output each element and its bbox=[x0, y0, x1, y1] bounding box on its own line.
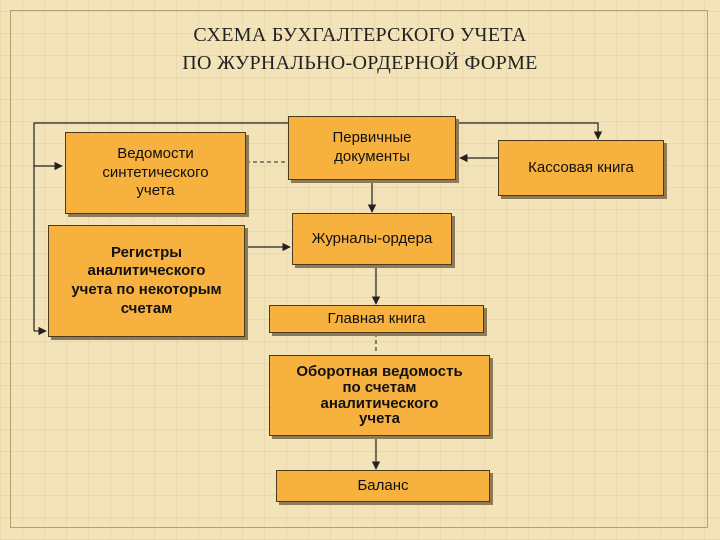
title-line-2: ПО ЖУРНАЛЬНО-ОРДЕРНОЙ ФОРМЕ bbox=[182, 52, 538, 74]
node-analytic-registers: Регистры аналитического учета по некотор… bbox=[48, 225, 245, 337]
node-synthetic-label: Ведомости синтетического учета bbox=[102, 144, 209, 200]
node-synthetic-statements: Ведомости синтетического учета bbox=[65, 132, 246, 214]
title-line-1: СХЕМА БУХГАЛТЕРСКОГО УЧЕТА bbox=[193, 24, 527, 46]
node-journals-label: Журналы-ордера bbox=[311, 229, 433, 247]
node-balance-label: Баланс bbox=[357, 476, 409, 494]
node-primary-label: Первичные документы bbox=[332, 129, 412, 165]
node-ledger-label: Главная книга bbox=[327, 309, 426, 327]
node-balance: Баланс bbox=[276, 470, 490, 502]
node-registers-label: Регистры аналитического учета по некотор… bbox=[71, 243, 222, 317]
slide-frame bbox=[10, 10, 708, 528]
node-primary-documents: Первичные документы bbox=[288, 116, 456, 180]
node-general-ledger: Главная книга bbox=[269, 305, 484, 333]
node-journal-orders: Журналы-ордера bbox=[292, 213, 452, 265]
node-turnover-label: Оборотная ведомость по счетам аналитичес… bbox=[296, 363, 463, 428]
node-cashbook-label: Кассовая книга bbox=[528, 158, 634, 176]
node-turnover-statement: Оборотная ведомость по счетам аналитичес… bbox=[269, 355, 490, 436]
node-cash-book: Кассовая книга bbox=[498, 140, 664, 196]
